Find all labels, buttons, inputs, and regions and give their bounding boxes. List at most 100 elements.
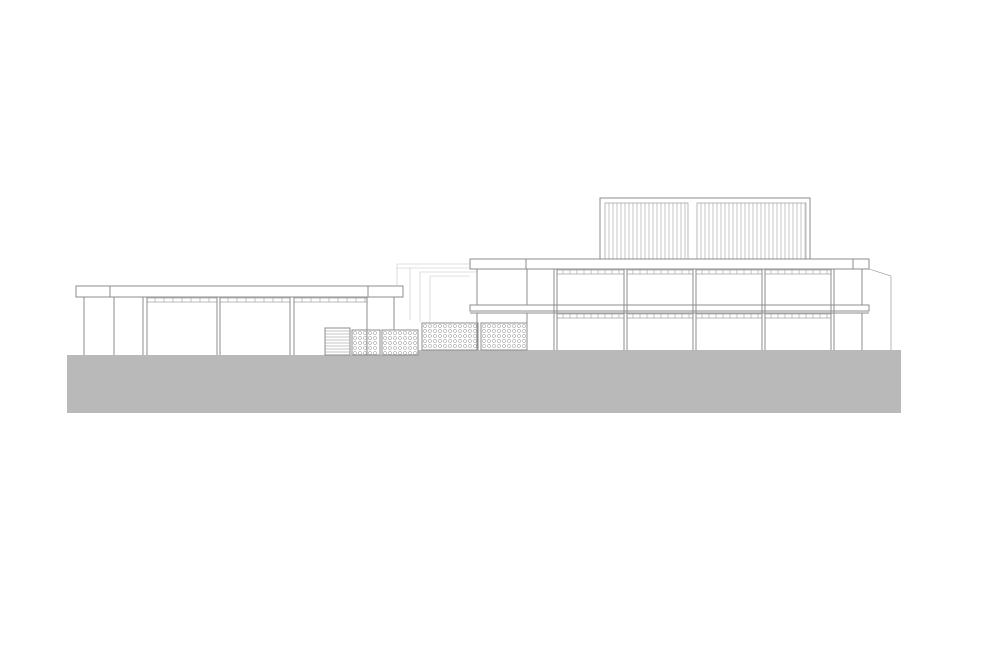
screen-block xyxy=(383,331,387,335)
clerestory-band xyxy=(556,269,625,275)
screen-block xyxy=(423,344,427,348)
screen-block xyxy=(448,334,452,338)
screen-block xyxy=(393,341,397,345)
screen-block xyxy=(522,329,526,333)
screen-block xyxy=(512,339,516,343)
screen-block xyxy=(368,346,372,350)
screen-block xyxy=(502,334,506,338)
screen-block xyxy=(438,339,442,343)
screen-block xyxy=(408,336,412,340)
screen-block xyxy=(473,324,477,328)
screen-block xyxy=(393,336,397,340)
screen-block xyxy=(458,329,462,333)
screen-block-pattern xyxy=(325,324,526,355)
screen-block xyxy=(482,329,486,333)
screen-block xyxy=(487,334,491,338)
screen-block xyxy=(353,336,357,340)
screen-block xyxy=(463,329,467,333)
screen-block xyxy=(458,324,462,328)
screen-block xyxy=(448,329,452,333)
screen-block xyxy=(458,334,462,338)
screen-block xyxy=(507,334,511,338)
screen-block xyxy=(522,339,526,343)
screen-block xyxy=(438,334,442,338)
screen-block xyxy=(373,341,377,345)
screen-block xyxy=(423,339,427,343)
screen-block xyxy=(438,344,442,348)
screen-block xyxy=(458,339,462,343)
screen-block xyxy=(522,334,526,338)
screen-block xyxy=(403,336,407,340)
screen-block xyxy=(428,334,432,338)
screen-block xyxy=(487,324,491,328)
screen-block xyxy=(492,324,496,328)
screen-block xyxy=(468,344,472,348)
screen-block xyxy=(353,351,357,355)
screen-block xyxy=(453,334,457,338)
screen-block xyxy=(502,329,506,333)
main-roof-slab xyxy=(469,258,870,270)
main-floor-slab xyxy=(469,304,870,312)
screen-block xyxy=(517,339,521,343)
screen-block xyxy=(492,329,496,333)
rooftop-screen-panel xyxy=(604,202,689,260)
screen-block xyxy=(487,344,491,348)
screen-wall-panel xyxy=(351,329,381,356)
screen-block xyxy=(353,341,357,345)
screen-block xyxy=(453,324,457,328)
screen-block xyxy=(443,324,447,328)
screen-block xyxy=(512,344,516,348)
screen-block xyxy=(482,339,486,343)
screen-block xyxy=(433,339,437,343)
screen-block xyxy=(363,346,367,350)
screen-block xyxy=(398,341,402,345)
screen-block xyxy=(517,334,521,338)
screen-block xyxy=(492,344,496,348)
screen-block xyxy=(373,336,377,340)
screen-block xyxy=(443,334,447,338)
clerestory-band xyxy=(626,313,694,319)
screen-block xyxy=(403,351,407,355)
screen-block xyxy=(358,351,362,355)
screen-block xyxy=(423,324,427,328)
screen-block xyxy=(358,346,362,350)
screen-block xyxy=(473,344,477,348)
screen-block xyxy=(398,351,402,355)
screen-block xyxy=(413,331,417,335)
screen-block xyxy=(468,324,472,328)
screen-block xyxy=(433,344,437,348)
screen-block xyxy=(398,346,402,350)
screen-block xyxy=(363,331,367,335)
screen-block xyxy=(408,346,412,350)
screen-block xyxy=(393,351,397,355)
screen-block xyxy=(453,329,457,333)
screen-block xyxy=(383,336,387,340)
screen-block xyxy=(433,324,437,328)
screen-block xyxy=(497,344,501,348)
screen-block xyxy=(443,329,447,333)
screen-block xyxy=(413,346,417,350)
screen-block xyxy=(388,331,392,335)
screen-block xyxy=(428,339,432,343)
screen-block xyxy=(463,339,467,343)
screen-block xyxy=(497,324,501,328)
screen-block xyxy=(492,339,496,343)
screen-block xyxy=(473,334,477,338)
screen-block xyxy=(507,329,511,333)
main-building xyxy=(469,197,892,350)
screen-block xyxy=(458,344,462,348)
screen-block xyxy=(507,339,511,343)
screen-block xyxy=(353,331,357,335)
screen-block xyxy=(468,339,472,343)
screen-block xyxy=(413,336,417,340)
left-pavilion-roof-slab xyxy=(75,285,404,298)
screen-block xyxy=(403,331,407,335)
screen-block xyxy=(507,344,511,348)
screen-block xyxy=(413,351,417,355)
clerestory-band xyxy=(556,313,625,319)
screen-block xyxy=(398,336,402,340)
clerestory-band xyxy=(695,269,763,275)
screen-block xyxy=(428,344,432,348)
